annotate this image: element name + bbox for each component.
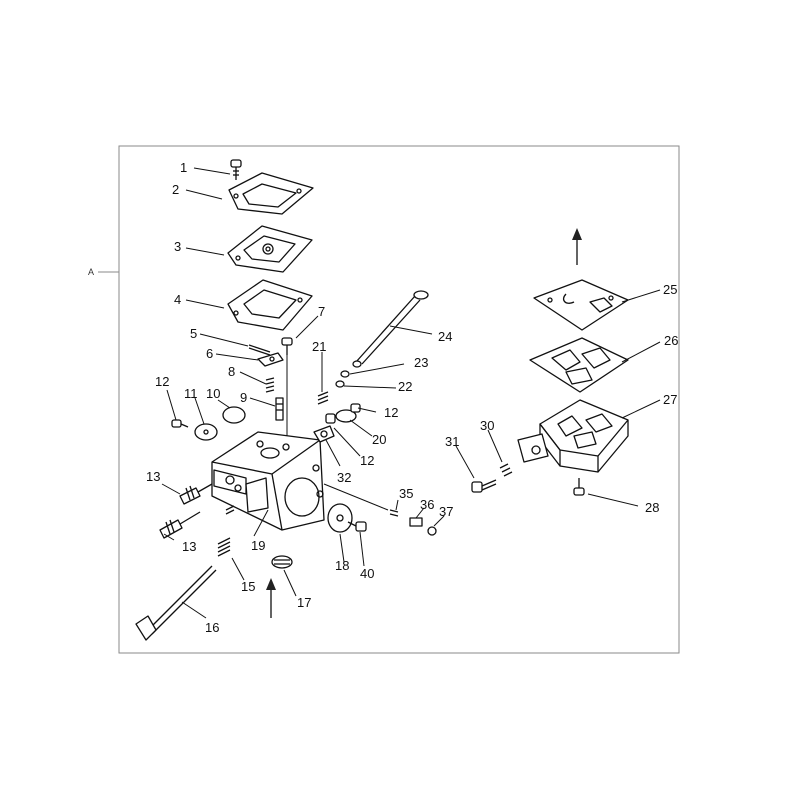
callout-35: 35 <box>399 486 413 501</box>
part-diaphragm-26 <box>529 337 629 393</box>
callout-21: 21 <box>312 339 326 354</box>
frame-marker-label: A <box>88 267 94 277</box>
callout-24: 24 <box>438 329 452 344</box>
part-screw-1 <box>230 159 242 180</box>
callout-37: 37 <box>439 504 453 519</box>
callout-26: 26 <box>664 333 678 348</box>
part-plug-36 <box>409 517 423 527</box>
part-gasket-25 <box>533 279 629 331</box>
callout-23: 23 <box>414 355 428 370</box>
callout-6: 6 <box>206 346 213 361</box>
callout-10: 10 <box>206 386 220 401</box>
callout-3: 3 <box>174 239 181 254</box>
callout-12-mid: 12 <box>360 453 374 468</box>
callout-22: 22 <box>398 379 412 394</box>
part-pin-5 <box>248 344 271 356</box>
callout-2: 2 <box>172 182 179 197</box>
part-choke-shaft-24 <box>352 290 429 368</box>
callout-5: 5 <box>190 326 197 341</box>
part-spring-19 <box>225 505 235 515</box>
part-throttle-plate-11 <box>194 423 218 441</box>
part-lever-6 <box>257 352 284 367</box>
callout-15: 15 <box>241 579 255 594</box>
callout-11: 11 <box>184 386 198 401</box>
callout-18: 18 <box>335 558 349 573</box>
callout-17: 17 <box>297 595 311 610</box>
callout-20: 20 <box>372 432 386 447</box>
part-spring-35 <box>389 509 399 517</box>
part-washer-32 <box>313 425 335 443</box>
callout-8: 8 <box>228 364 235 379</box>
callout-labels: 1 2 3 4 5 6 7 8 9 10 11 12 12 12 12 13 1… <box>146 160 678 635</box>
callout-40: 40 <box>360 566 374 581</box>
part-needle-9 <box>275 397 284 421</box>
part-plug-10 <box>222 406 246 424</box>
callout-28: 28 <box>645 500 659 515</box>
part-ring-22 <box>335 380 345 388</box>
part-clip-23 <box>340 370 350 378</box>
diagram-frame <box>118 145 680 654</box>
part-spring-30 <box>499 463 513 477</box>
callout-13-top: 13 <box>146 469 160 484</box>
callout-13-bottom: 13 <box>182 539 196 554</box>
callout-19: 19 <box>251 538 265 553</box>
part-screw-28 <box>573 478 585 496</box>
part-needle-13-top <box>179 483 213 505</box>
part-screw-31 <box>471 479 497 493</box>
assembly-line-body <box>323 483 389 511</box>
callout-12-right: 12 <box>384 405 398 420</box>
part-throttle-shaft-16 <box>135 565 217 641</box>
callout-31: 31 <box>445 434 459 449</box>
callout-36: 36 <box>420 497 434 512</box>
part-choke-plate-20 <box>335 409 357 423</box>
part-arrow-bottom <box>266 578 276 618</box>
part-spring-15 <box>217 537 231 557</box>
callout-7: 7 <box>318 304 325 319</box>
part-screw-7 <box>281 337 293 355</box>
part-screw-40 <box>347 521 367 532</box>
part-diaphragm-18 <box>327 503 353 533</box>
part-diaphragm-3 <box>227 225 313 273</box>
part-pump-body-27 <box>517 399 629 473</box>
part-gasket-4 <box>227 279 313 331</box>
part-screen-17 <box>271 555 293 569</box>
callout-1: 1 <box>180 160 187 175</box>
part-gasket-2 <box>228 172 314 215</box>
part-carburetor-body <box>211 431 325 531</box>
callout-30: 30 <box>480 418 494 433</box>
callout-4: 4 <box>174 292 181 307</box>
part-spring-8 <box>265 377 275 393</box>
part-needle-13-bottom <box>159 511 201 539</box>
callout-25: 25 <box>663 282 677 297</box>
callout-16: 16 <box>205 620 219 635</box>
callout-12-left: 12 <box>155 374 169 389</box>
part-screw-12-mid <box>325 413 336 424</box>
part-screw-12-left <box>171 419 189 428</box>
leader-lines <box>161 167 661 619</box>
part-arrow-top <box>572 228 582 265</box>
callout-27: 27 <box>663 392 677 407</box>
callout-32: 32 <box>337 470 351 485</box>
part-spring-21 <box>317 391 329 405</box>
part-oring-37 <box>427 526 437 536</box>
callout-9: 9 <box>240 390 247 405</box>
